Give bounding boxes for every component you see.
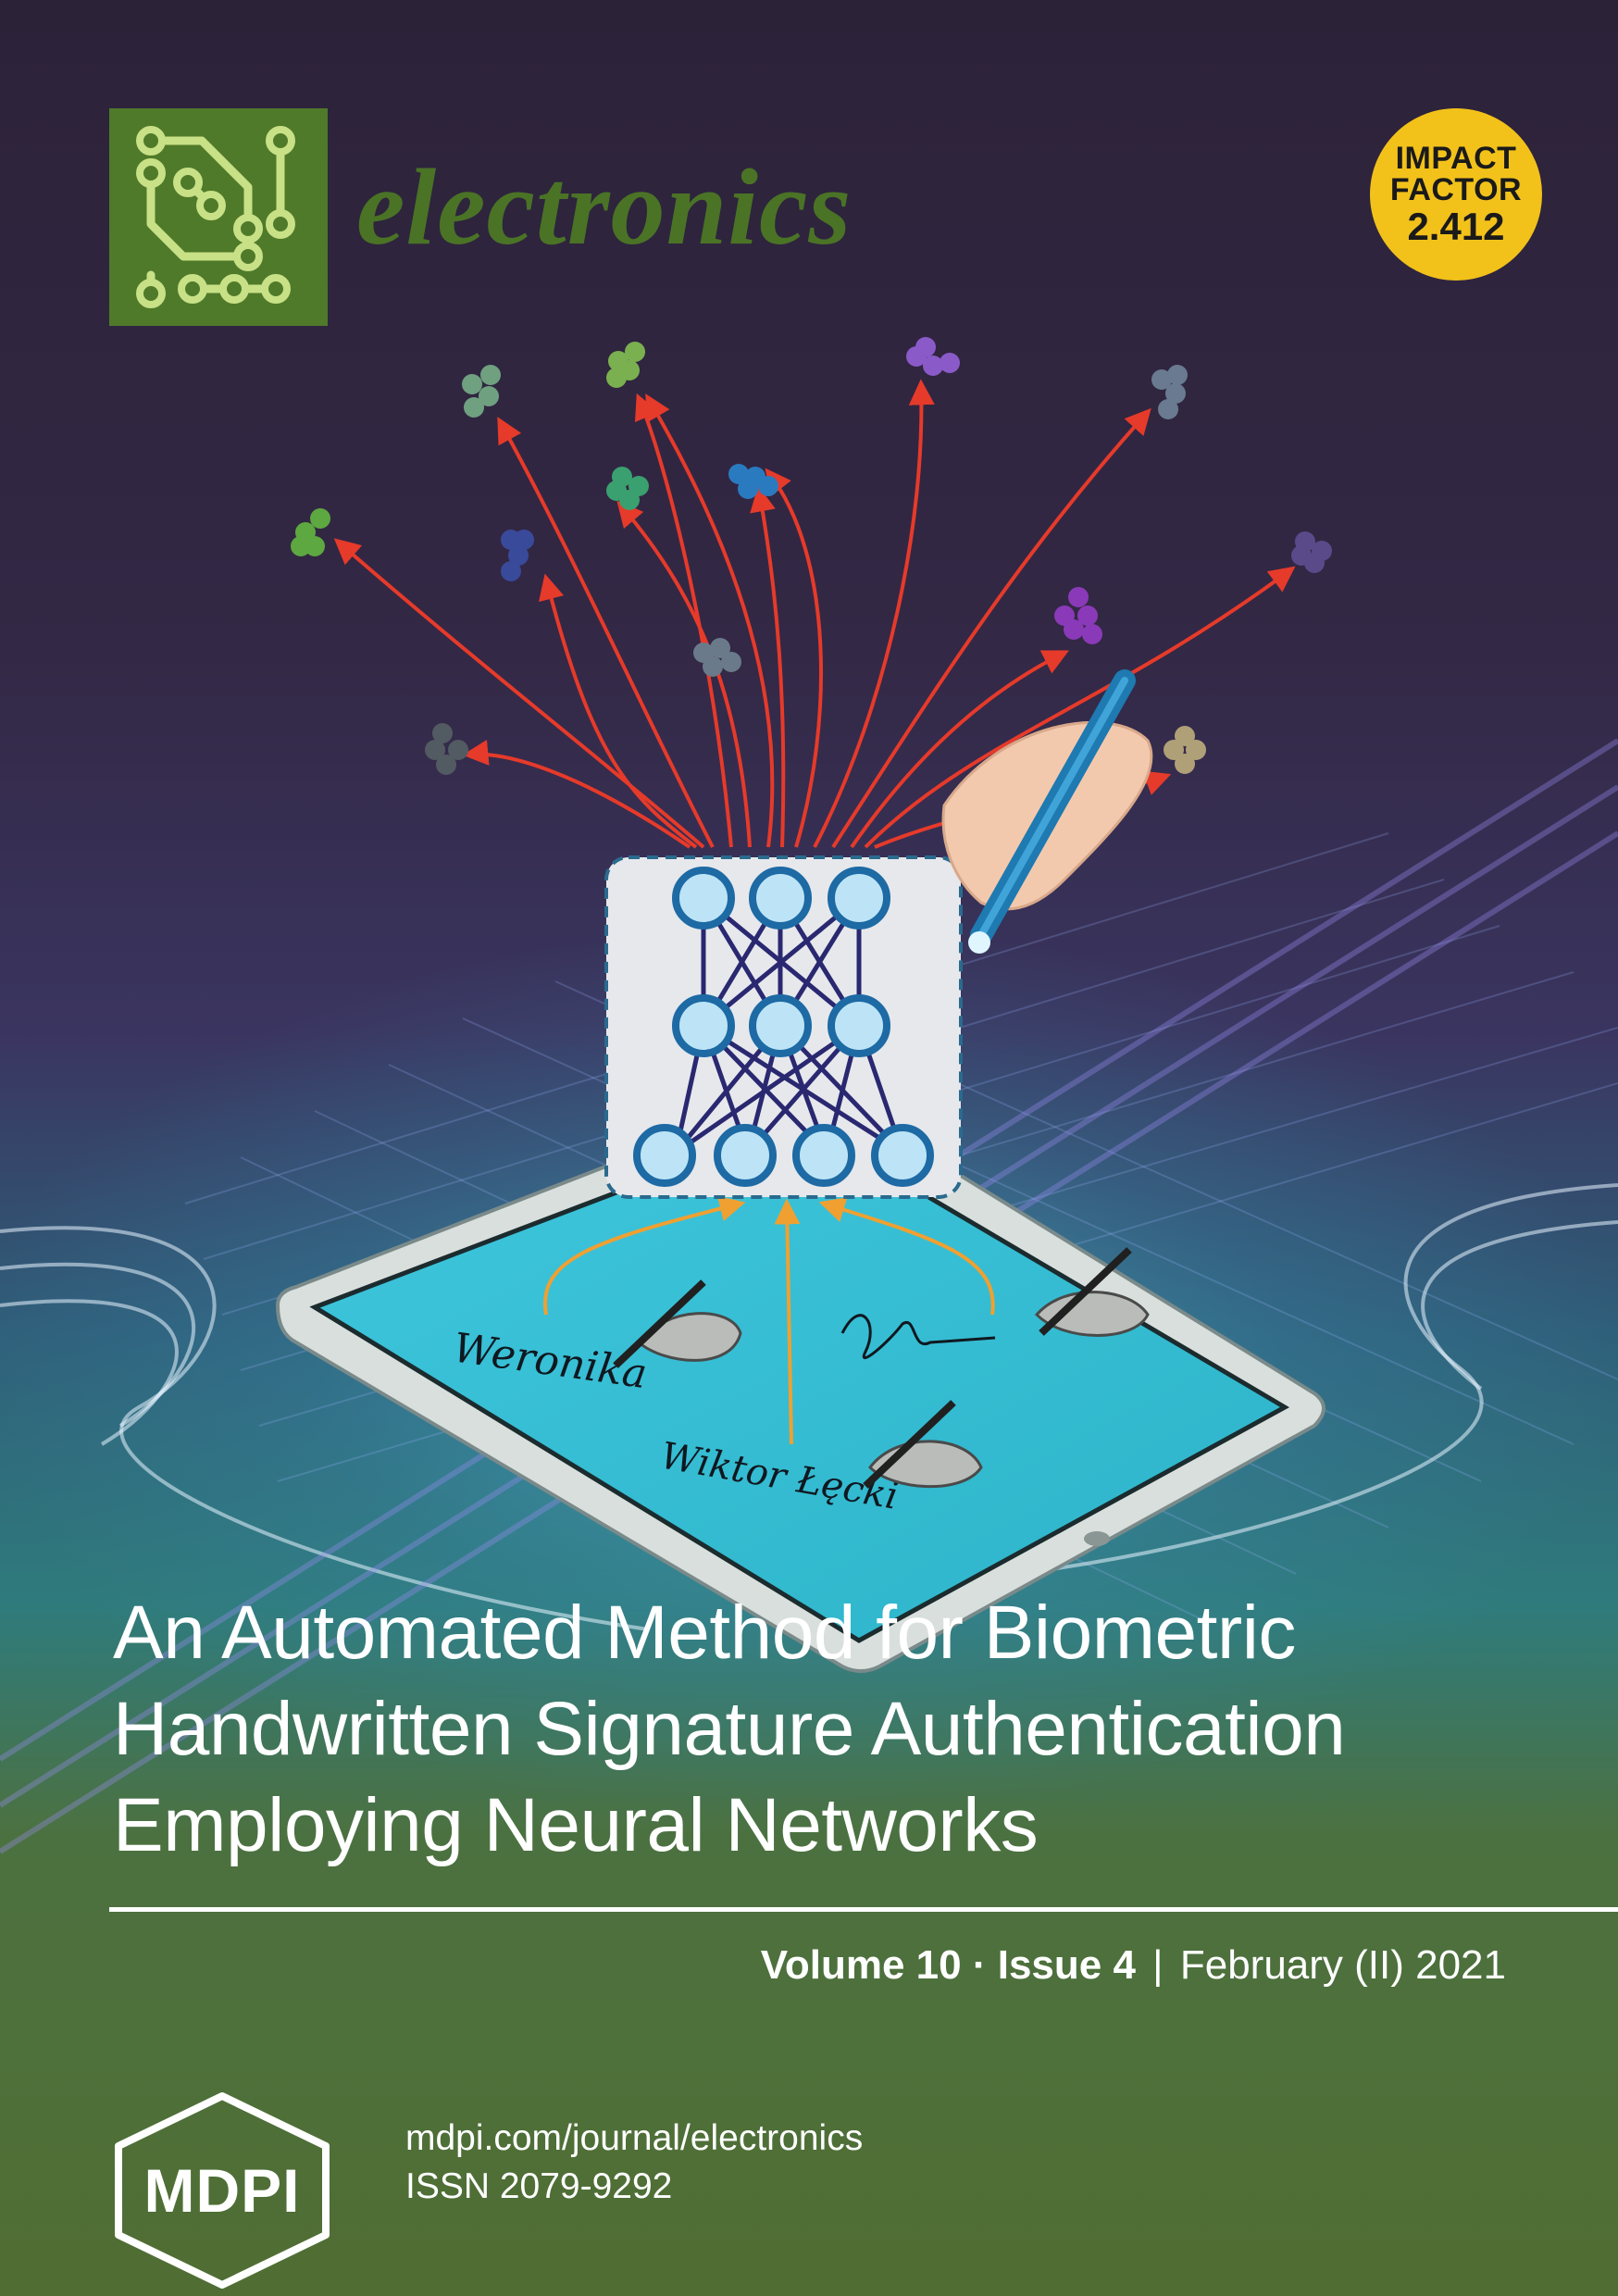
publisher-logo: MDPI [107,2090,337,2290]
issue-number: Issue 4 [997,1942,1136,1988]
journal-logo [109,108,328,326]
journal-footer: mdpi.com/journal/electronics ISSN 2079-9… [405,2115,863,2211]
journal-url[interactable]: mdpi.com/journal/electronics [405,2118,864,2158]
impact-factor-label-line1: IMPACT [1395,141,1517,176]
article-title-line: Employing Neural Networks [113,1783,1039,1867]
issue-info: Volume 10 · Issue 4 | February (II) 2021 [761,1942,1506,1989]
journal-name: electronics [356,146,853,268]
output-arrows [333,379,1296,849]
impact-factor-value: 2.412 [1407,205,1505,248]
glow-lines [0,1183,1618,1631]
issue-date: February (II) 2021 [1179,1942,1506,1988]
article-title: An Automated Method for Biometric Handwr… [113,1585,1557,1874]
output-clusters [291,337,1332,775]
divider [109,1907,1618,1912]
publisher-name: MDPI [143,2155,301,2225]
impact-factor-label-line2: FACTOR [1389,172,1523,207]
hand-with-stylus [941,669,1153,954]
mdpi-hexagon [115,2092,330,2289]
tablet [275,1089,1326,1673]
dot-separator: · [972,1942,987,1988]
article-title-line: An Automated Method for Biometric [113,1591,1296,1675]
impact-factor-badge: IMPACT FACTOR 2.412 [1370,108,1542,281]
pen-hands [613,1247,1150,1489]
volume: Volume 10 [760,1942,962,1988]
neural-network [604,855,963,1199]
input-arrows [542,1195,995,1445]
issn: ISSN 2079-9292 [405,2166,673,2206]
article-title-line: Handwritten Signature Authentication [113,1687,1346,1771]
bar-separator: | [1152,1942,1164,1988]
